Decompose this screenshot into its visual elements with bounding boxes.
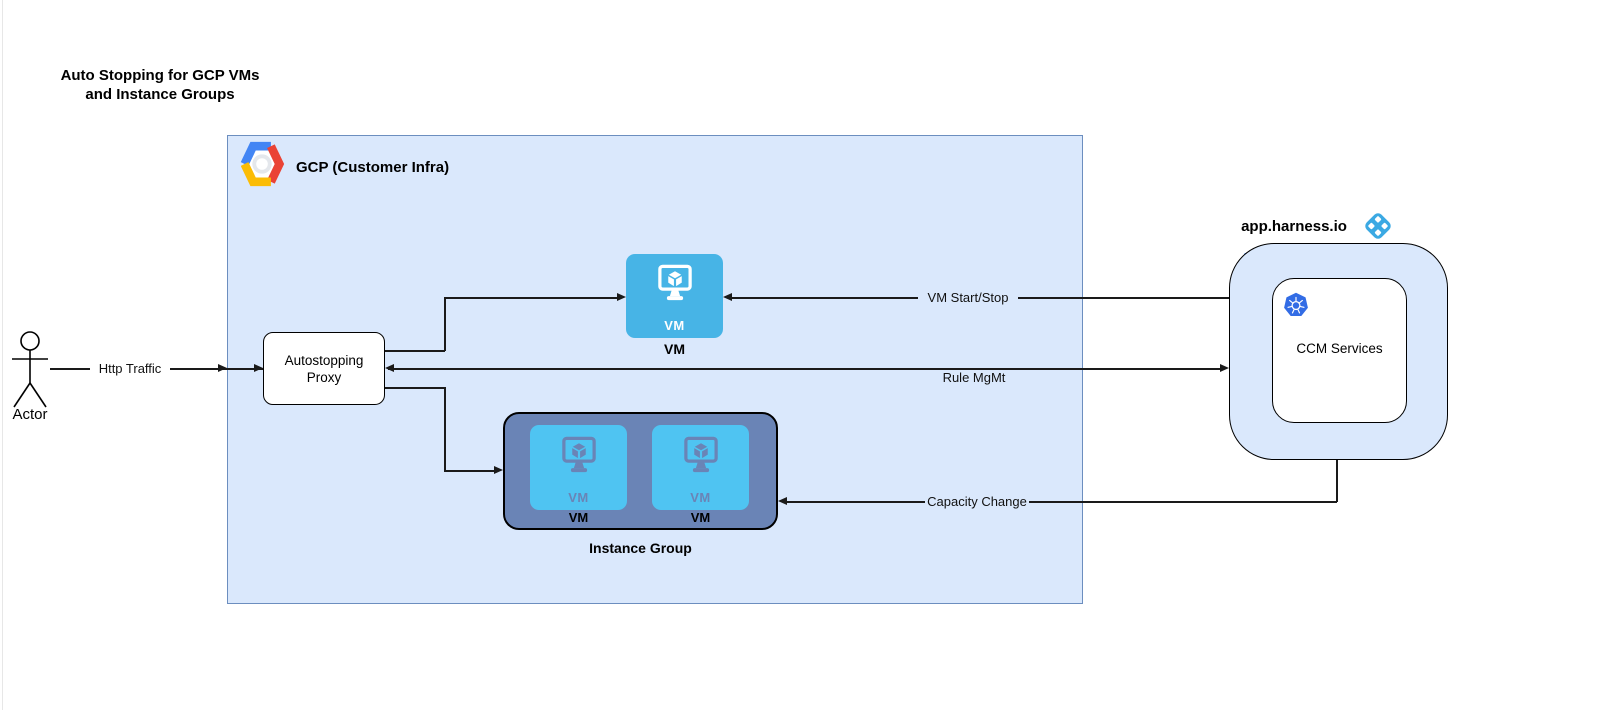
edge-rule-mgmt-line [388,368,1222,370]
arrowhead [617,293,626,301]
vm-monitor-icon [683,436,718,474]
edge-proxy-to-vm-line [444,297,617,299]
vm-node: VM [626,254,723,338]
vm-monitor-icon [657,264,692,302]
page-title: Auto Stopping for GCP VMs and Instance G… [30,66,290,104]
arrowhead [778,497,787,505]
actor-label: Actor [12,406,48,423]
arrowhead [494,466,503,474]
actor-figure-icon [12,331,48,408]
instance-group-label: Instance Group [589,540,692,556]
harness-logo-icon [1363,211,1393,241]
kubernetes-icon [1283,292,1309,317]
ccm-services-node: CCM Services [1272,278,1407,423]
vm-node-label: VM [664,341,685,357]
instance-group-vm-label: VM [690,510,711,525]
edge-proxy-to-instance-group-line [444,470,494,472]
arrowhead [218,364,227,372]
edge-proxy-to-vm-line [444,297,446,351]
page-title-line-1: Auto Stopping for GCP VMs [60,67,260,84]
page-title-line-2: and Instance Groups [85,86,235,103]
instance-group-container: VM VM VM VM [503,412,778,530]
page-edge-line [2,0,3,710]
vm-tile-inner-label: VM [690,490,711,505]
instance-group-vm-label: VM [568,510,589,525]
gcp-container-label: GCP (Customer Infra) [296,159,450,176]
arrowhead [723,293,732,301]
vm-tile-inner-label: VM [568,490,589,505]
instance-group-vm-tile: VM [652,425,749,510]
vm-monitor-icon [561,436,596,474]
harness-domain-label: app.harness.io [1241,218,1347,235]
arrowhead [1220,364,1229,372]
autostopping-proxy-node: Autostopping Proxy [263,332,385,405]
edge-capacity-change-line [787,501,1337,503]
autostopping-proxy-label: Autostopping Proxy [284,352,364,385]
edge-proxy-to-vm-line [385,350,445,352]
gcp-logo-icon [238,140,286,188]
arrowhead [385,364,394,372]
vm-node-inner-label: VM [664,318,685,333]
edge-capacity-change-label: Capacity Change [925,494,1029,509]
edge-proxy-to-instance-group-line [444,387,446,471]
instance-group-vm-tile: VM [530,425,627,510]
edge-vm-start-stop-label: VM Start/Stop [918,290,1018,305]
edge-http-traffic-label: Http Traffic [90,361,170,376]
edge-capacity-change-line [1336,460,1338,502]
arrowhead [254,364,263,372]
edge-rule-mgmt-label: Rule MgMt [942,370,1006,385]
ccm-services-label: CCM Services [1296,341,1383,356]
edge-proxy-to-instance-group-line [385,387,445,389]
